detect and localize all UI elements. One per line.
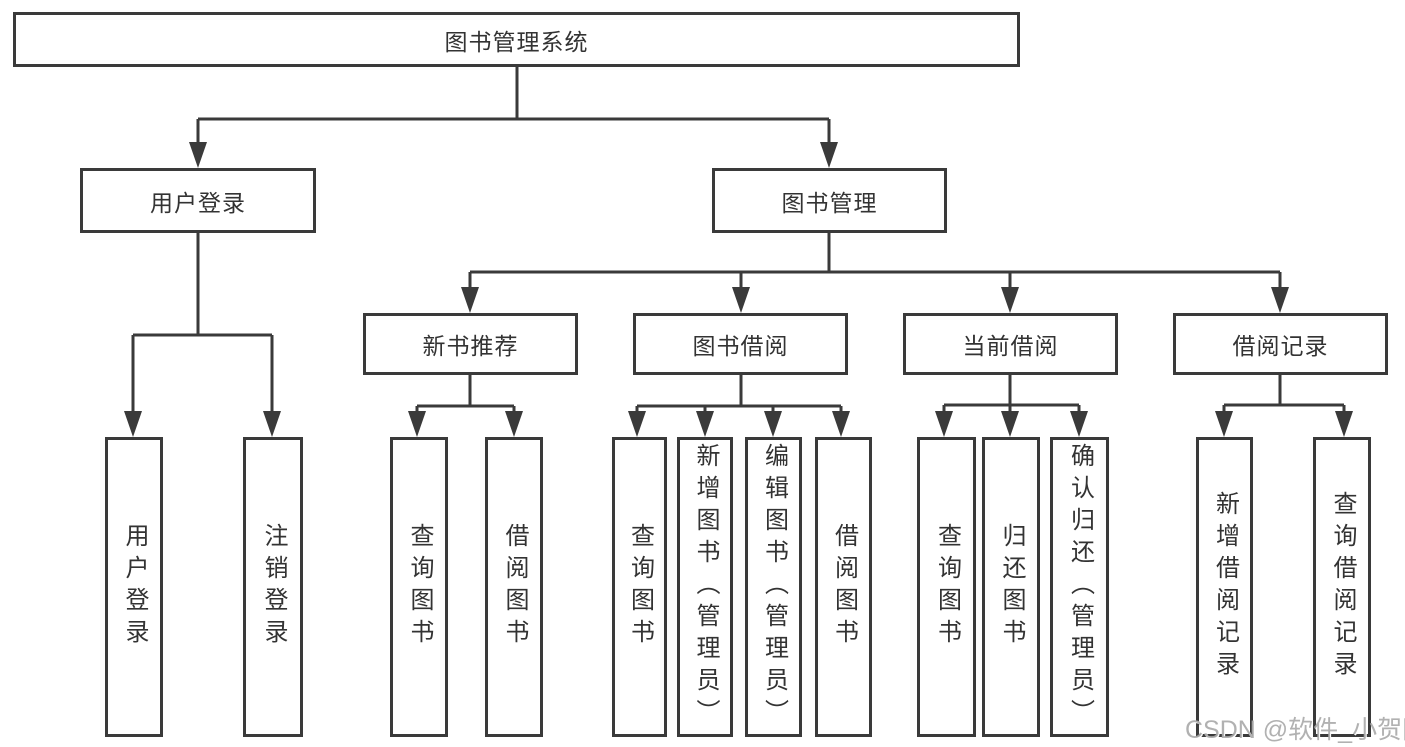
leaf-edit-book-admin-label: 编辑图书（管理员）: [760, 443, 788, 731]
node-book-borrow-label: 图书借阅: [692, 333, 789, 359]
leaf-add-book-admin-label: 新增图书（管理员）: [692, 443, 719, 731]
node-borrow-records: 借阅记录: [1173, 313, 1388, 375]
node-new-book-recommend-label: 新书推荐: [422, 333, 519, 359]
leaf-confirm-return-admin: 确认归还（管理员）: [1050, 437, 1109, 737]
leaf-add-borrow-record: 新增借阅记录: [1196, 437, 1253, 737]
leaf-user-login: 用户登录: [105, 437, 163, 737]
leaf-recommend-query-book-label: 查询图书: [406, 523, 433, 651]
leaf-query-borrow-record: 查询借阅记录: [1313, 437, 1371, 737]
leaf-recommend-borrow-book-label: 借阅图书: [501, 523, 528, 651]
node-library-system: 图书管理系统: [13, 12, 1020, 67]
csdn-watermark: CSDN @软件_小贺同学: [1185, 716, 1405, 744]
leaf-confirm-return-admin-label: 确认归还（管理员）: [1066, 443, 1094, 731]
node-current-borrow: 当前借阅: [903, 313, 1118, 375]
node-borrow-records-label: 借阅记录: [1232, 333, 1329, 359]
leaf-logout-label: 注销登录: [260, 523, 287, 651]
node-library-system-label: 图书管理系统: [444, 28, 589, 55]
leaf-return-book-label: 归还图书: [998, 523, 1025, 651]
node-user-login-label: 用户登录: [150, 189, 246, 216]
leaf-user-login-label: 用户登录: [121, 523, 148, 651]
leaf-borrow-book: 借阅图书: [815, 437, 872, 737]
leaf-add-book-admin: 新增图书（管理员）: [677, 437, 733, 737]
node-book-management-label: 图书管理: [781, 189, 878, 216]
leaf-recommend-query-book: 查询图书: [390, 437, 448, 737]
node-user-login: 用户登录: [80, 168, 316, 233]
leaf-borrow-book-label: 借阅图书: [830, 523, 858, 651]
leaf-return-book: 归还图书: [982, 437, 1040, 737]
leaf-query-borrow-record-label: 查询借阅记录: [1329, 491, 1356, 683]
node-current-borrow-label: 当前借阅: [962, 333, 1059, 359]
leaf-add-borrow-record-label: 新增借阅记录: [1211, 491, 1239, 683]
leaf-logout: 注销登录: [243, 437, 303, 737]
node-new-book-recommend: 新书推荐: [363, 313, 578, 375]
leaf-current-query-book-label: 查询图书: [933, 523, 961, 651]
node-book-management: 图书管理: [712, 168, 947, 233]
leaf-recommend-borrow-book: 借阅图书: [485, 437, 543, 737]
node-book-borrow: 图书借阅: [633, 313, 848, 375]
leaf-borrow-query-book-label: 查询图书: [626, 523, 654, 651]
leaf-current-query-book: 查询图书: [917, 437, 976, 737]
leaf-borrow-query-book: 查询图书: [612, 437, 667, 737]
leaf-edit-book-admin: 编辑图书（管理员）: [745, 437, 802, 737]
